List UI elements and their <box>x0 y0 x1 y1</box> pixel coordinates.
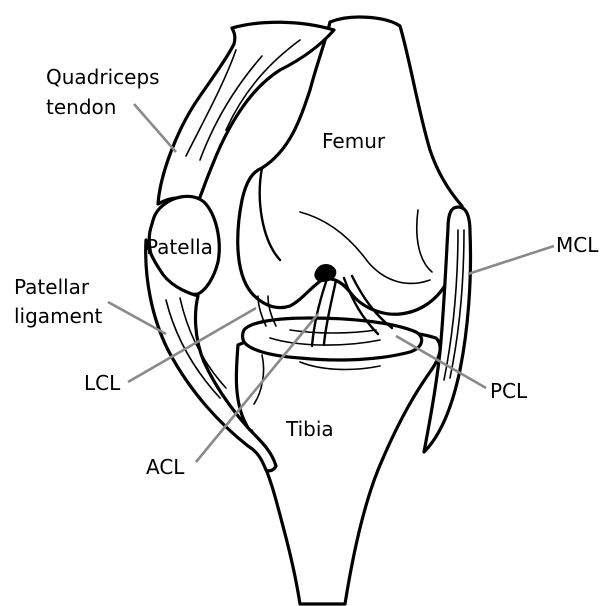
label-lcl: LCL <box>84 371 121 395</box>
label-femur: Femur <box>322 129 386 153</box>
label-patellar-ligament-line2: ligament <box>14 304 103 328</box>
label-quadriceps-tendon-line1: Quadriceps <box>46 65 160 89</box>
label-pcl: PCL <box>490 379 528 403</box>
meniscus <box>243 318 422 360</box>
label-patellar-ligament-line1: Patellar <box>14 275 90 299</box>
label-patella: Patella <box>146 235 213 259</box>
label-quadriceps-tendon-line2: tendon <box>46 95 116 119</box>
label-acl: ACL <box>146 455 185 479</box>
label-mcl: MCL <box>556 233 599 257</box>
leader-quadriceps-tendon <box>134 104 176 152</box>
leader-mcl <box>468 246 554 274</box>
label-tibia: Tibia <box>285 417 334 441</box>
